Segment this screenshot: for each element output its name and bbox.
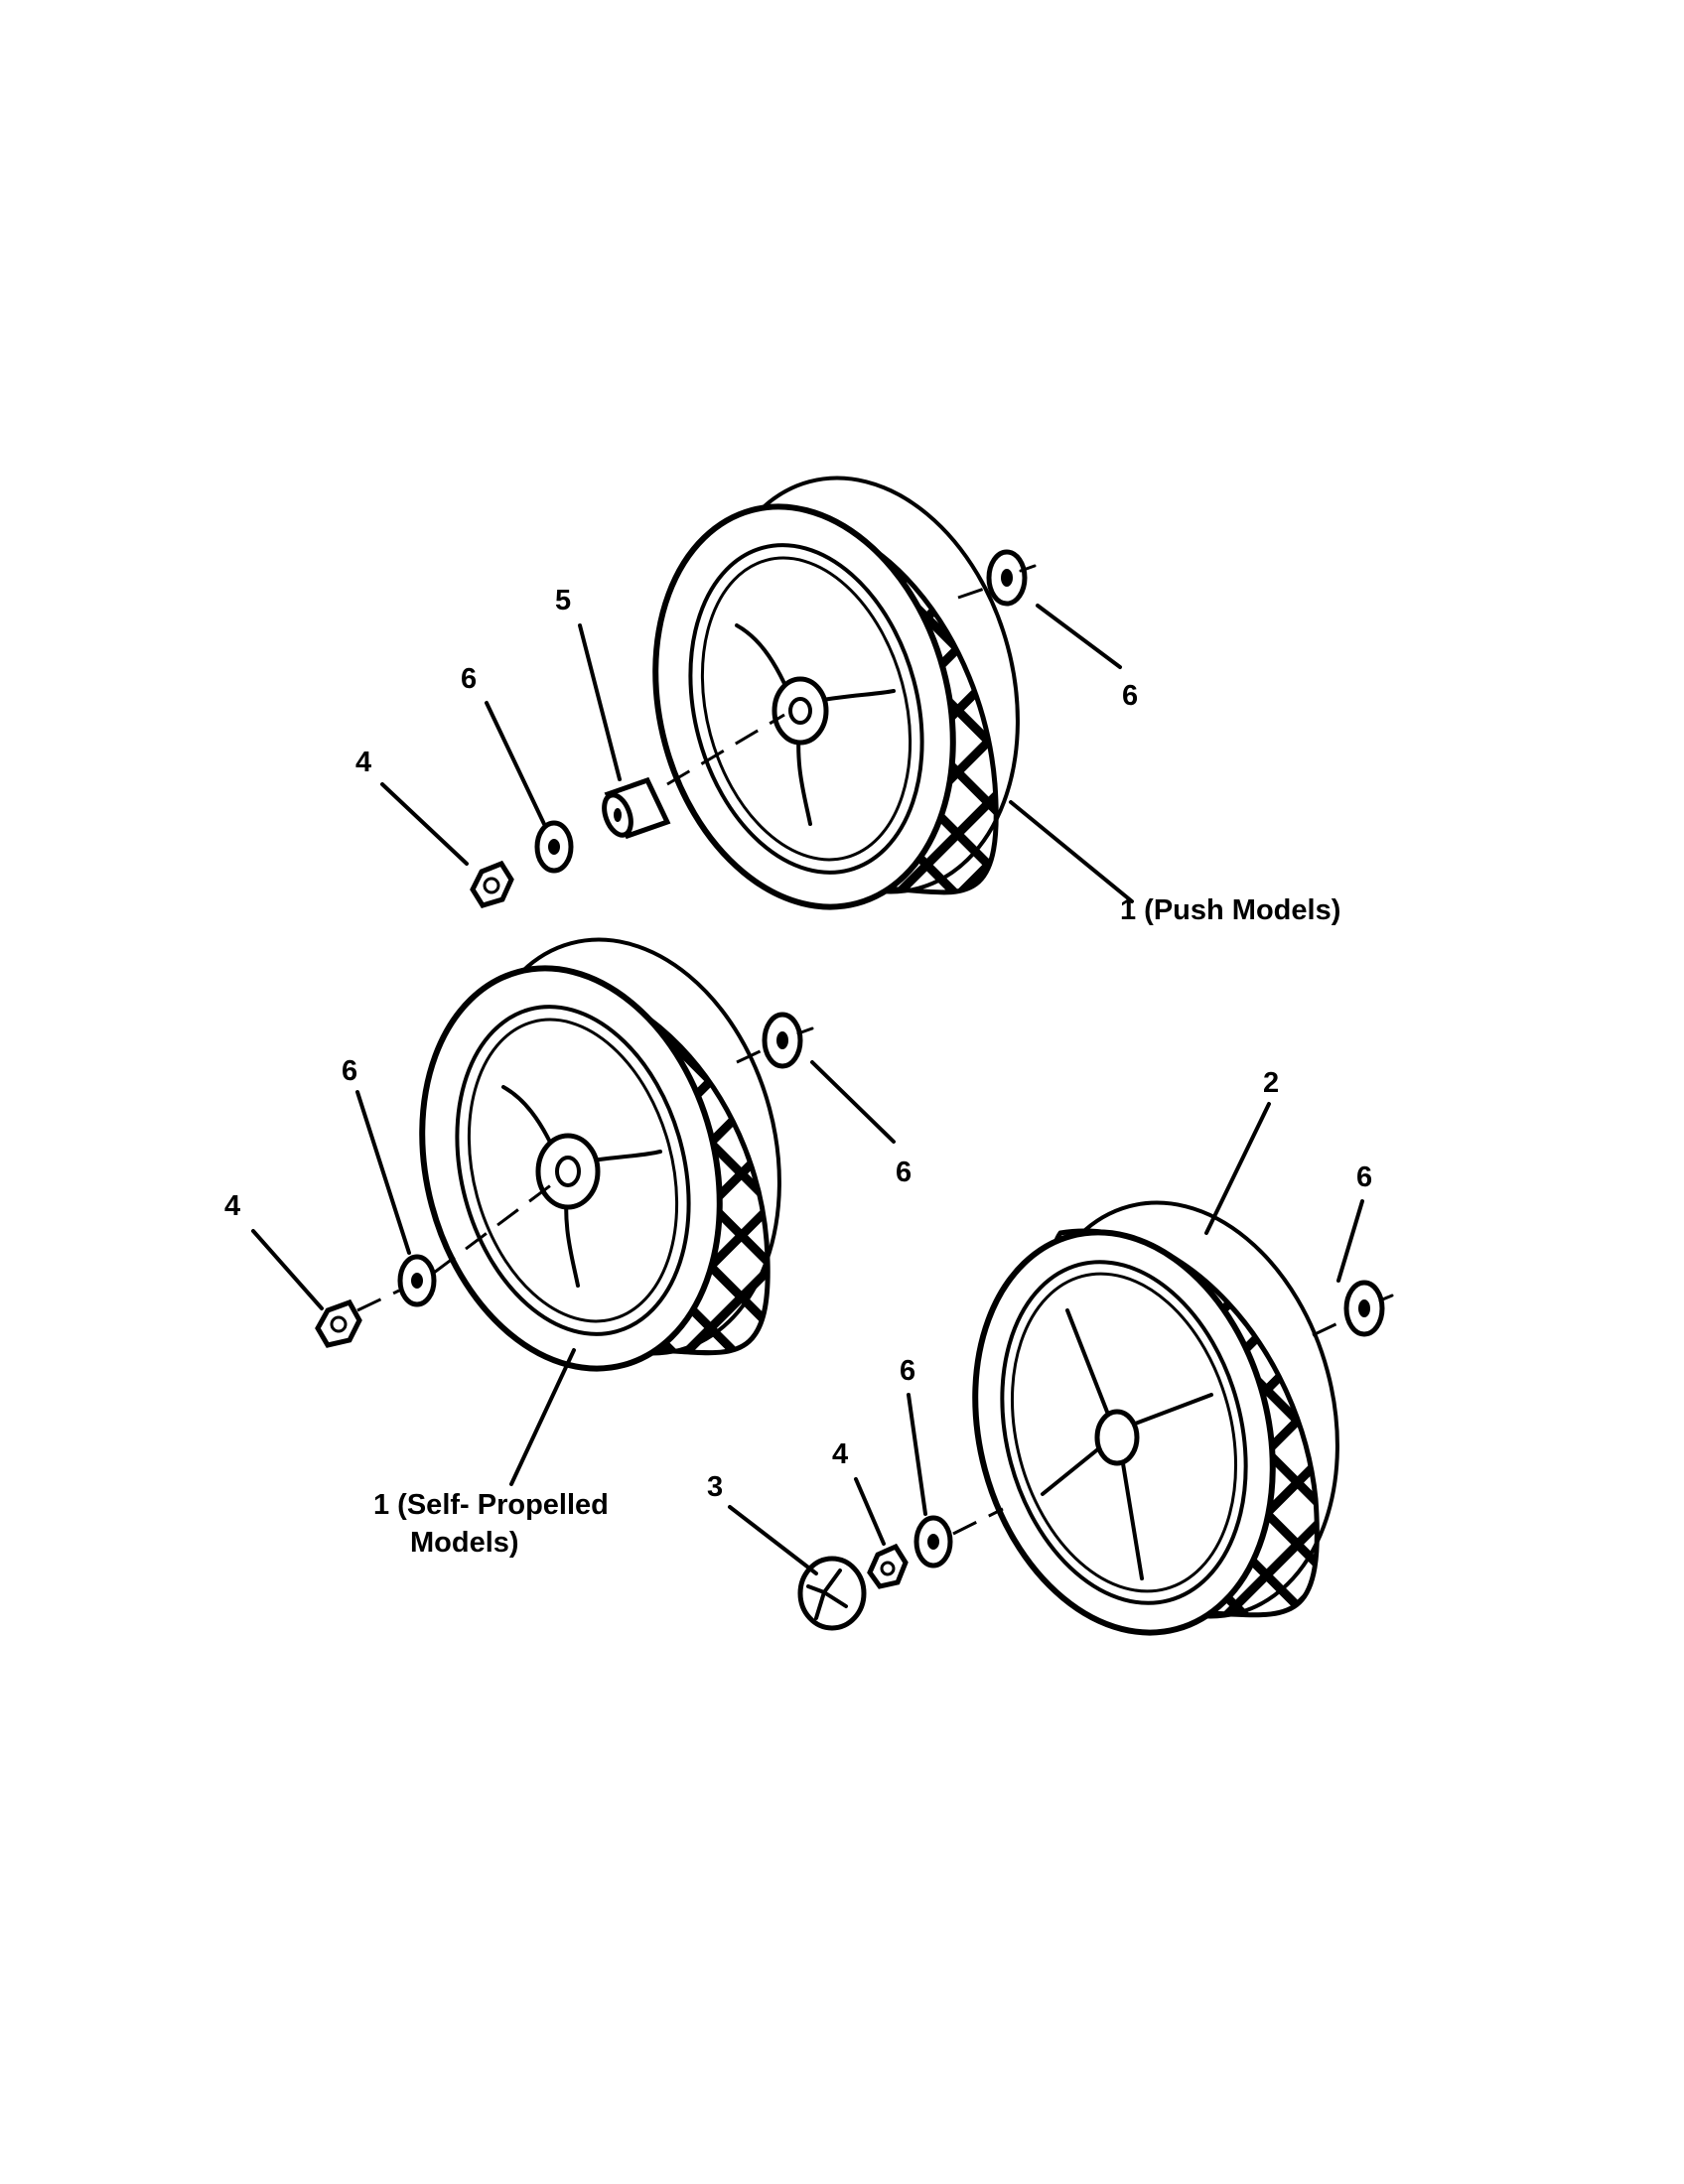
callout-rear-hub-cap: 3 — [707, 1471, 723, 1503]
rear-wheel-hub — [1094, 1409, 1140, 1466]
callout-rear-right-washer: 6 — [1356, 1161, 1372, 1193]
callout-push-spacer: 5 — [555, 585, 571, 616]
push-leader-lines — [380, 604, 1134, 903]
callout-sp-left-washer: 6 — [342, 1055, 357, 1087]
rear-hub-cap — [797, 1556, 867, 1631]
rear-right-washer — [1343, 1280, 1385, 1337]
callout-push-left-washer: 6 — [461, 663, 477, 695]
callout-push-right-washer: 6 — [1122, 680, 1138, 712]
rear-wheel — [972, 1200, 1339, 1636]
sp-nut — [315, 1298, 362, 1348]
rear-wheel-spokes — [1041, 1308, 1213, 1580]
push-wheel-rim — [688, 543, 924, 875]
sp-leader-lines — [251, 1060, 896, 1486]
push-left-washer — [534, 820, 574, 874]
callout-sp-wheel-line1: 1 (Self- Propelled — [373, 1489, 609, 1521]
self-propelled-wheel — [419, 937, 781, 1372]
callout-sp-nut: 4 — [224, 1190, 240, 1222]
callout-push-wheel: 1 (Push Models) — [1120, 894, 1340, 926]
push-nut — [470, 860, 514, 908]
push-model-wheel — [652, 476, 1020, 910]
rear-hub-washer — [913, 1515, 953, 1569]
rear-wheel-rim — [1000, 1260, 1248, 1605]
sp-left-washer — [397, 1254, 437, 1307]
rear-leader-lines — [728, 1102, 1364, 1575]
sp-right-washer — [762, 1012, 803, 1069]
sp-wheel-rim — [455, 1005, 691, 1336]
callout-rear-wheel: 2 — [1263, 1067, 1279, 1099]
callout-rear-nut: 4 — [832, 1438, 848, 1470]
push-spacer — [602, 776, 671, 840]
callout-push-nut: 4 — [355, 747, 371, 778]
callout-sp-right-washer: 6 — [896, 1157, 912, 1188]
callout-rear-hub-washer: 6 — [900, 1355, 915, 1387]
push-right-washer — [986, 549, 1028, 607]
callout-sp-wheel-line2: Models) — [410, 1527, 519, 1559]
rear-nut — [867, 1543, 909, 1589]
